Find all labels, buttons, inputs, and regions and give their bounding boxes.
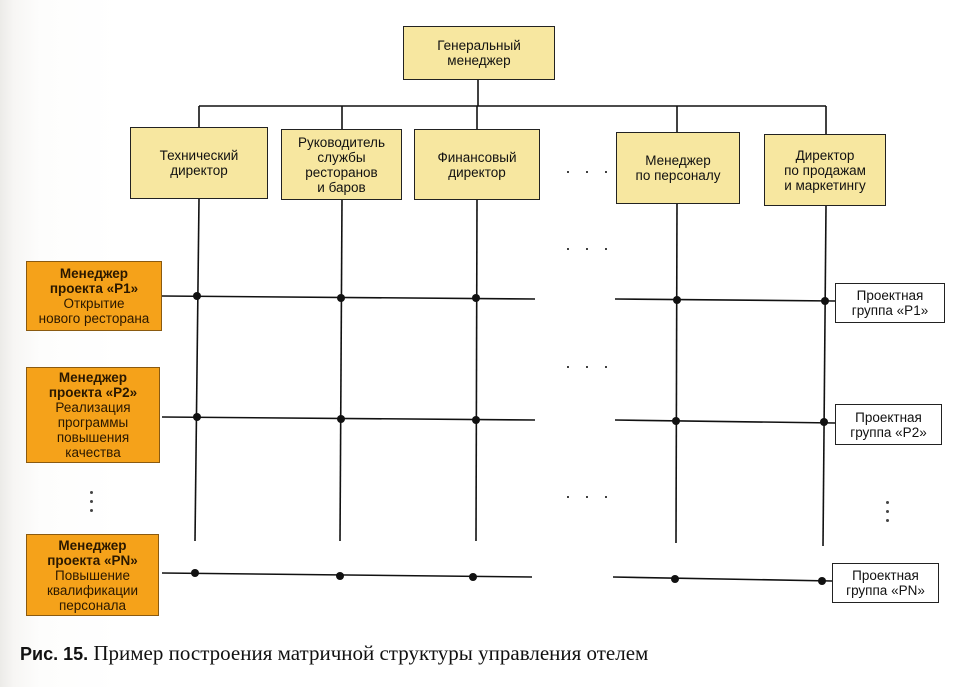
box-text-line: группа «PN» [846, 583, 925, 598]
box-text-line: Менеджер [645, 153, 711, 168]
box-text-line: Проектная [855, 409, 922, 425]
intersection-dot [818, 577, 826, 585]
box-title-line: Менеджер [58, 537, 127, 553]
intersection-dot [673, 296, 681, 304]
ellipsis-row: · · · [565, 486, 613, 506]
project-line-2b [614, 419, 836, 424]
intersection-dot [337, 415, 345, 423]
box-title-line: Менеджер [58, 370, 128, 385]
figure-caption: Рис. 15. Пример построения матричной стр… [20, 641, 648, 666]
project-manager-box-p2: Менеджер проекта «P2» Реализация програм… [26, 367, 160, 463]
box-title-line: Менеджер [59, 266, 129, 281]
intersection-dot [191, 569, 199, 577]
project-manager-box-pn: Менеджер проекта «PN» Повышение квалифик… [26, 534, 159, 616]
box-text-line: менеджер [447, 53, 511, 68]
box-text-line: повышения [56, 430, 130, 445]
project-group-box-pn: Проектная группа «PN» [832, 563, 939, 603]
box-text-line: директор [448, 164, 506, 180]
project-manager-box-p1: Менеджер проекта «P1» Открытие нового ре… [26, 261, 162, 331]
project-group-box-p2: Проектная группа «P2» [835, 404, 942, 445]
director-box-personnel: Менеджер по персоналу [616, 132, 740, 204]
intersection-dot [337, 294, 345, 302]
intersection-dot [472, 294, 480, 302]
director-line-3 [475, 199, 478, 542]
box-text-line: Проектная [856, 288, 924, 303]
project-line-3b [612, 576, 833, 582]
box-text-line: качества [65, 445, 121, 460]
box-text-line: Генеральный [437, 38, 521, 53]
figure-caption-text: Пример построения матричной структуры уп… [93, 641, 649, 665]
project-line-1b [614, 298, 836, 302]
intersection-dot [672, 417, 680, 425]
box-text-line: по персоналу [635, 168, 721, 183]
box-text-line: директор [170, 163, 228, 178]
intersection-dot [336, 572, 344, 580]
director-line-5 [822, 205, 827, 547]
box-text-line: группа «P2» [850, 424, 927, 440]
box-text-line: по продажам [784, 162, 866, 178]
director-line-4 [675, 203, 678, 544]
intersection-dot [671, 575, 679, 583]
box-title-line: проекта «P1» [49, 281, 139, 296]
ellipsis-row: · · · [565, 238, 613, 258]
figure-label: Рис. 15. [20, 644, 89, 664]
director-line-1 [194, 198, 200, 542]
box-text-line: Финансовый [437, 149, 517, 165]
intersection-dot [820, 418, 828, 426]
box-text-line: программы [57, 415, 129, 430]
ellipsis-vertical-left [88, 488, 94, 515]
box-text-line: Директор [795, 147, 855, 163]
ellipsis-row: · · · [565, 356, 613, 376]
intersection-dot [469, 573, 477, 581]
box-text-line: квалификации [46, 582, 139, 598]
ellipsis-directors: · · · [565, 161, 613, 181]
director-box-financial: Финансовый директор [414, 129, 540, 200]
box-title-line: проекта «PN» [47, 552, 138, 568]
director-box-restaurants: Руководитель службы ресторанов и баров [281, 129, 402, 200]
box-text-line: Открытие [63, 296, 125, 311]
box-text-line: Реализация [55, 400, 131, 415]
director-line-2 [339, 199, 343, 542]
box-text-line: Руководитель [298, 134, 385, 150]
box-title-line: проекта «P2» [48, 385, 138, 400]
box-text-line: Повышение [55, 567, 130, 583]
general-manager-box: Генеральный менеджер [403, 26, 555, 80]
project-group-box-p1: Проектная группа «P1» [835, 283, 945, 323]
box-text-line: ресторанов [305, 164, 378, 180]
director-box-sales: Директор по продажам и маркетингу [764, 134, 886, 206]
intersection-dot [193, 292, 201, 300]
box-text-line: и баров [317, 179, 366, 195]
box-text-line: Проектная [852, 568, 919, 583]
box-text-line: группа «P1» [851, 303, 929, 318]
intersection-dot [821, 297, 829, 305]
box-text-line: и маркетингу [784, 177, 866, 193]
intersection-dot [193, 413, 201, 421]
box-text-line: нового ресторана [38, 311, 150, 326]
director-box-technical: Технический директор [130, 127, 268, 199]
box-text-line: персонала [58, 597, 127, 613]
box-text-line: службы [317, 149, 366, 165]
ellipsis-vertical-right [884, 498, 890, 525]
box-text-line: Технический [159, 148, 239, 163]
intersection-dot [472, 416, 480, 424]
